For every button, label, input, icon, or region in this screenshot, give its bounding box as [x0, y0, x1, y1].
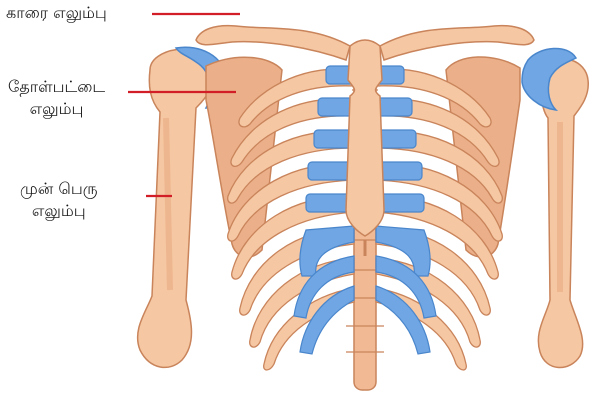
scapula-label-line2: எலும்பு	[8, 98, 105, 120]
scapula-label-line1: தோள்பட்டை	[8, 76, 105, 98]
humerus-left	[138, 49, 216, 367]
sternum	[346, 40, 384, 256]
clavicle-label: காரை எலும்பு	[6, 2, 107, 24]
humerus-label-line2: எலும்பு	[20, 200, 98, 222]
clavicle-right	[380, 26, 534, 60]
clavicle-label-text: காரை எலும்பு	[6, 3, 107, 22]
scapula-label: தோள்பட்டை எலும்பு	[8, 76, 105, 120]
humerus-label: முன் பெரு எலும்பு	[20, 178, 98, 222]
humerus-label-line1: முன் பெரு	[20, 178, 98, 200]
clavicle-left	[196, 26, 350, 60]
